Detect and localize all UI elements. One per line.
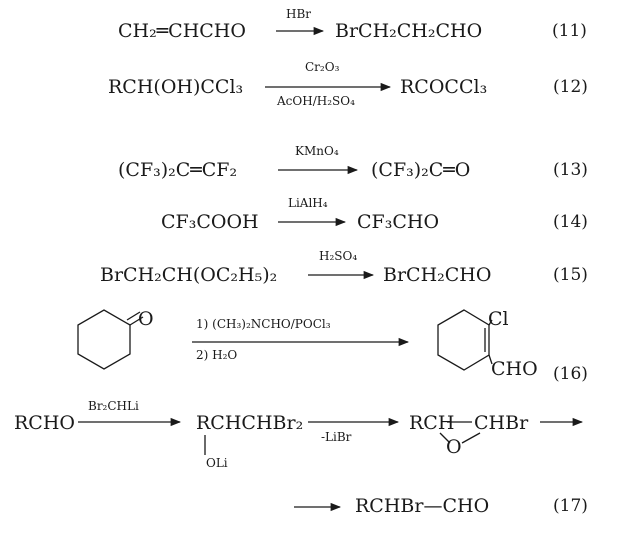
- r16-number: (16): [553, 364, 588, 384]
- r17-epoxide-left: RCH: [409, 412, 455, 434]
- r17-epoxide-oxygen: O: [446, 436, 462, 458]
- r14-reagent: LiAlH₄: [288, 196, 328, 210]
- r11-reactant: CH₂═CHCHO: [118, 20, 246, 42]
- r12-reagent-top: Cr₂O₃: [305, 60, 340, 74]
- r14-product: CF₃CHO: [357, 211, 440, 233]
- r17-number: (17): [553, 496, 588, 516]
- r15-reagent: H₂SO₄: [319, 249, 358, 263]
- r17-reactant: RCHO: [14, 412, 75, 434]
- r17-final-product: RCHBr—CHO: [355, 495, 490, 517]
- r15-number: (15): [553, 265, 588, 285]
- r14-number: (14): [553, 212, 588, 232]
- r13-reagent: KMnO₄: [295, 144, 339, 158]
- r11-product: BrCH₂CH₂CHO: [335, 20, 483, 42]
- r12-number: (12): [553, 77, 588, 97]
- r17-reagent-2: -LiBr: [321, 430, 352, 444]
- r14-reactant: CF₃COOH: [161, 211, 259, 233]
- r11-reagent: HBr: [286, 7, 312, 21]
- r12-reactant: RCH(OH)CCl₃: [108, 76, 244, 98]
- r16-ketone-oxygen: O: [138, 308, 154, 330]
- r16-reactant-ring: [77, 309, 131, 370]
- r16-reagent-1: 1) (CH₃)₂NCHO/POCl₃: [196, 317, 331, 331]
- r11-number: (11): [552, 21, 587, 41]
- r13-product: (CF₃)₂C═O: [371, 159, 471, 181]
- r17-intermediate-oli: OLi: [206, 456, 228, 470]
- r16-reagent-2: 2) H₂O: [196, 348, 238, 362]
- r12-product: RCOCCl₃: [400, 76, 488, 98]
- r17-intermediate: RCHCHBr₂: [196, 412, 304, 434]
- r16-product-cho: CHO: [491, 358, 538, 380]
- r15-reactant: BrCH₂CH(OC₂H₅)₂: [100, 264, 278, 286]
- r17-reagent-1: Br₂CHLi: [88, 399, 139, 413]
- r16-product-ring: [437, 309, 490, 371]
- r13-reactant: (CF₃)₂C═CF₂: [118, 159, 238, 181]
- r13-number: (13): [553, 160, 588, 180]
- r15-product: BrCH₂CHO: [383, 264, 492, 286]
- r12-reagent-bottom: AcOH/H₂SO₄: [277, 94, 355, 108]
- r16-product-cl: Cl: [488, 308, 509, 330]
- r17-epoxide-right: CHBr: [474, 412, 529, 434]
